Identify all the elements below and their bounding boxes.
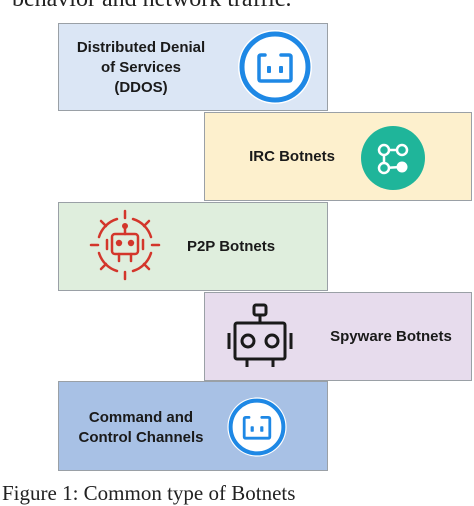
card-command-control-label: Command and Control Channels	[65, 408, 217, 448]
top-text-fragment: behavior and network traffic.	[12, 0, 291, 13]
bot-face-icon	[227, 397, 287, 457]
card-p2p-line-1: P2P Botnets	[186, 238, 276, 255]
card-spyware-label: Spyware Botnets	[321, 327, 461, 347]
card-p2p-label: P2P Botnets	[181, 237, 281, 257]
card-ddos-line-1: Distributed Denial	[76, 39, 206, 56]
card-command-control-line-1: Command and	[88, 409, 194, 426]
share-nodes-icon	[361, 126, 425, 190]
card-spyware-line-1: Spyware Botnets	[330, 328, 452, 345]
card-irc: IRC Botnets	[204, 112, 472, 201]
card-ddos: Distributed Denial of Services (DDOS)	[58, 23, 328, 111]
bot-face-icon	[238, 30, 312, 104]
card-irc-label: IRC Botnets	[237, 147, 347, 167]
robot-target-icon	[89, 209, 161, 281]
card-spyware: Spyware Botnets	[204, 292, 472, 381]
card-p2p: P2P Botnets	[58, 202, 328, 291]
card-command-control-line-2: Control Channels	[78, 429, 204, 446]
card-ddos-label: Distributed Denial of Services (DDOS)	[67, 38, 215, 98]
card-irc-line-1: IRC Botnets	[249, 148, 335, 165]
figure-caption: Figure 1: Common type of Botnets	[2, 481, 296, 505]
robot-antenna-icon	[227, 303, 293, 367]
card-ddos-line-3: (DDOS)	[114, 79, 168, 96]
card-ddos-line-2: of Services	[100, 59, 182, 76]
card-command-control: Command and Control Channels	[58, 381, 328, 471]
